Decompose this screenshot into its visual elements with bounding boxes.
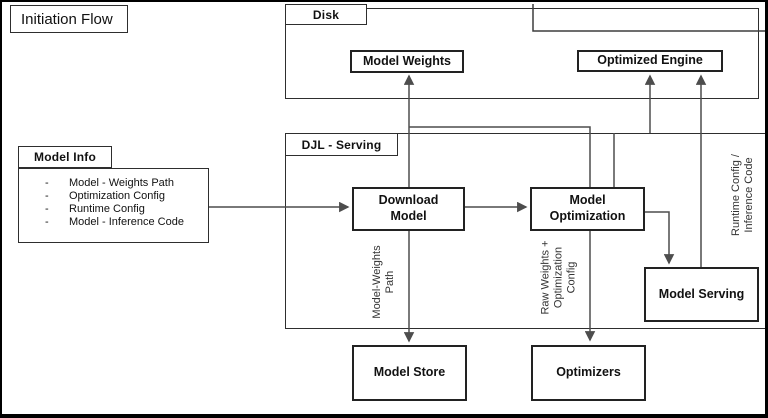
model-info-item-text: Model - Inference Code (69, 216, 184, 228)
disk-label: Disk (285, 4, 367, 25)
download-model-node: Download Model (352, 187, 465, 231)
model-info-item: - Model - Inference Code (19, 216, 208, 229)
model-info-item-text: Optimization Config (69, 190, 165, 202)
edge-label-runtime-config-inference-code: Runtime Config / Inference Code (730, 154, 755, 236)
model-info-item-text: Runtime Config (69, 203, 145, 215)
optimized-engine-text: Optimized Engine (597, 53, 703, 68)
bullet-dash: - (45, 203, 49, 215)
model-info-item: - Optimization Config (19, 190, 208, 203)
disk-label-text: Disk (312, 7, 340, 22)
optimizers-node: Optimizers (531, 345, 646, 401)
model-store-node: Model Store (352, 345, 467, 401)
model-optimization-text: Model Optimization (549, 193, 626, 223)
model-weights-node: Model Weights (350, 50, 464, 73)
model-info-item: - Runtime Config (19, 203, 208, 216)
model-info-item-text: Model - Weights Path (69, 177, 174, 189)
bullet-dash: - (45, 216, 49, 228)
model-info-label: Model Info (18, 146, 112, 168)
edge-label-raw-weights-optimization-config: Raw Weights + Optimization Config (539, 240, 578, 315)
djl-serving-label-text: DJL - Serving (301, 137, 382, 152)
optimized-engine-node: Optimized Engine (577, 50, 723, 72)
model-info-box: - Model - Weights Path - Optimization Co… (18, 168, 209, 243)
edge-label-model-weights-path: Model-Weights Path (371, 245, 396, 319)
optimizers-text: Optimizers (556, 365, 621, 380)
model-weights-text: Model Weights (363, 53, 451, 68)
model-serving-node: Model Serving (644, 267, 759, 322)
disk-container (285, 8, 759, 99)
page-title: Initiation Flow (10, 5, 128, 33)
model-optimization-node: Model Optimization (530, 187, 645, 231)
model-info-label-text: Model Info (34, 150, 96, 164)
download-model-text: Download Model (378, 193, 439, 223)
page-title-text: Initiation Flow (21, 10, 113, 28)
bullet-dash: - (45, 177, 49, 189)
model-info-item: - Model - Weights Path (19, 177, 208, 190)
model-serving-text: Model Serving (658, 286, 745, 301)
djl-serving-label: DJL - Serving (285, 133, 398, 156)
model-store-text: Model Store (373, 365, 446, 380)
bullet-dash: - (45, 190, 49, 202)
